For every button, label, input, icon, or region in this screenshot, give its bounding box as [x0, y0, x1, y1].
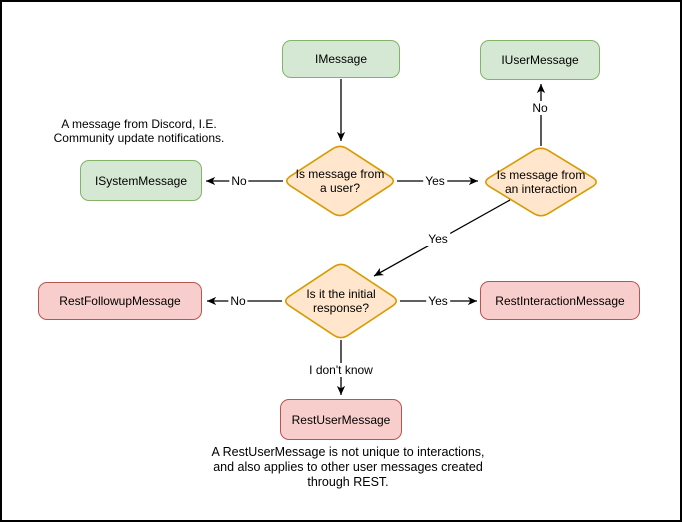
node-restusermessage[interactable]: RestUserMessage: [280, 399, 402, 440]
edge-label-yes-to-frominteraction: Yes: [423, 174, 447, 188]
node-isystemmessage[interactable]: ISystemMessage: [80, 160, 202, 201]
node-iusermessage-label: IUserMessage: [501, 53, 579, 67]
edge-label-yes-to-initialresponse: Yes: [426, 232, 450, 246]
node-restinteractionmessage[interactable]: RestInteractionMessage: [480, 281, 640, 320]
node-restfollowupmessage[interactable]: RestFollowupMessage: [38, 282, 202, 320]
edge-label-no-to-restfollowup: No: [228, 294, 248, 308]
node-restfollowupmessage-label: RestFollowupMessage: [59, 294, 181, 308]
decision-is-from-interaction-label: Is message from an interaction: [496, 168, 586, 196]
edge-label-yes-to-restinteraction: Yes: [426, 294, 450, 308]
edge-label-idk-to-restuser: I don't know: [307, 363, 375, 377]
node-restinteractionmessage-label: RestInteractionMessage: [495, 293, 625, 308]
system-message-note: A message from Discord, I.E. Community u…: [53, 117, 225, 145]
node-isystemmessage-label: ISystemMessage: [94, 173, 188, 188]
node-imessage[interactable]: IMessage: [282, 40, 400, 78]
decision-is-from-user-label: Is message from a user?: [295, 167, 385, 195]
decision-is-initial-response-shape[interactable]: [284, 263, 398, 339]
node-imessage-label: IMessage: [314, 52, 368, 66]
restuser-message-note: A RestUserMessage is not unique to inter…: [211, 445, 485, 489]
decision-is-from-user-shape[interactable]: [285, 145, 395, 217]
decision-is-initial-response-label: Is it the initial response?: [306, 287, 376, 315]
node-restusermessage-label: RestUserMessage: [291, 412, 391, 427]
edge-label-no-to-iusermessage: No: [530, 101, 550, 115]
decision-is-from-interaction-shape[interactable]: [485, 147, 597, 217]
edge-label-no-to-isystemmessage: No: [229, 174, 249, 188]
node-iusermessage[interactable]: IUserMessage: [480, 40, 600, 80]
